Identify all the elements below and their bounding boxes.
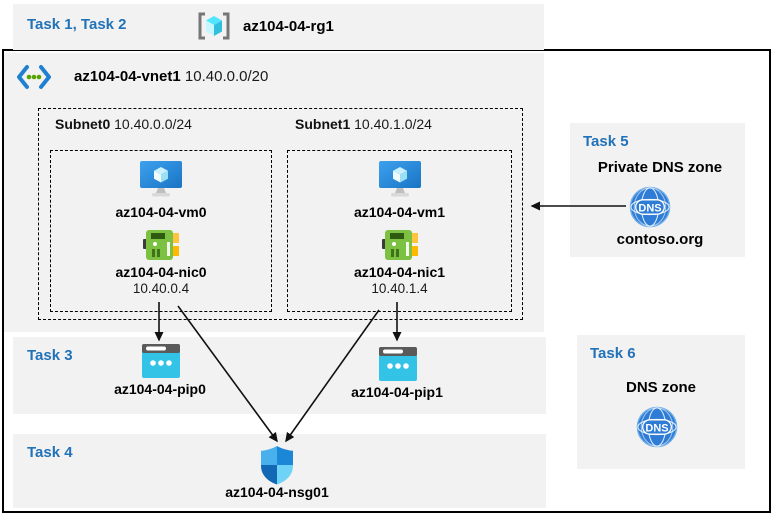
- vnet-region: [4, 53, 544, 332]
- private-dns-zone-title: Private DNS zone: [597, 159, 723, 176]
- dns-zone-icon-text: DNS: [645, 422, 668, 434]
- virtual-network-icon: [17, 65, 51, 89]
- resource-group-label: az104-04-rg1: [243, 18, 334, 35]
- vm0-icon: [140, 161, 182, 197]
- task5-panel: Task 5 Private DNS zone DNS contoso.org: [570, 123, 745, 257]
- vm1-label: az104-04-vm1: [353, 204, 446, 220]
- pip1-label: az104-04-pip1: [351, 384, 443, 400]
- subnet0-vm-box: az104-04-vm0 az104-04-nic0 10.40.0.4: [50, 150, 272, 312]
- vm0-label: az104-04-vm0: [115, 204, 207, 220]
- task4-band: Task 4 az104-04-nsg01: [13, 434, 546, 508]
- pip1-icon: [379, 347, 417, 381]
- nic1-icon: [381, 230, 418, 260]
- subnet1-cidr: 10.40.1.0/24: [354, 116, 432, 132]
- task3-band: Task 3 az104-04-pip0 az104-04-pip1: [13, 337, 546, 414]
- nic0-label: az104-04-nic0: [115, 264, 207, 280]
- nsg-shield-icon: [261, 446, 293, 485]
- task6-panel: Task 6 DNS zone DNS: [577, 335, 745, 469]
- resource-group-icon: [198, 12, 230, 40]
- nic0-ip: 10.40.0.4: [132, 281, 190, 296]
- subnet1-name: Subnet1: [295, 116, 351, 132]
- subnet1-title: Subnet1 10.40.1.0/24: [295, 116, 432, 132]
- dns-zone-title: DNS zone: [625, 379, 696, 396]
- nic0-icon: [143, 230, 179, 260]
- task4-heading: Task 4: [27, 444, 73, 461]
- nic1-ip: 10.40.1.4: [371, 281, 428, 296]
- dns-zone-icon: DNS: [636, 406, 678, 448]
- private-dns-icon: DNS: [629, 186, 671, 228]
- tasks-1-2-heading: Task 1, Task 2: [27, 16, 127, 33]
- pip0-icon: [142, 344, 180, 378]
- resource-group-band: Task 1, Task 2 az104-04-rg1: [13, 4, 544, 50]
- nic1-label: az104-04-nic1: [353, 264, 446, 280]
- subnet0-title: Subnet0 10.40.0.0/24: [55, 116, 192, 132]
- subnets-container-box: [38, 108, 523, 320]
- subnet1-vm-box: az104-04-vm1 az104-04-nic1 10.40.1.4: [287, 150, 512, 312]
- nsg-label: az104-04-nsg01: [225, 484, 329, 500]
- private-dns-zone-name: contoso.org: [616, 231, 704, 248]
- vnet-title: az104-04-vnet1 10.40.0.0/20: [74, 68, 268, 85]
- task6-heading: Task 6: [590, 345, 636, 362]
- vnet-name: az104-04-vnet1: [74, 68, 181, 85]
- pip0-label: az104-04-pip0: [114, 381, 206, 397]
- vm1-icon: [378, 161, 421, 197]
- task5-heading: Task 5: [583, 133, 629, 150]
- private-dns-icon-text: DNS: [638, 202, 661, 214]
- task3-heading: Task 3: [27, 347, 73, 364]
- vnet-cidr: 10.40.0.0/20: [184, 68, 269, 85]
- subnet0-cidr: 10.40.0.0/24: [114, 116, 192, 132]
- subnet0-name: Subnet0: [55, 116, 111, 132]
